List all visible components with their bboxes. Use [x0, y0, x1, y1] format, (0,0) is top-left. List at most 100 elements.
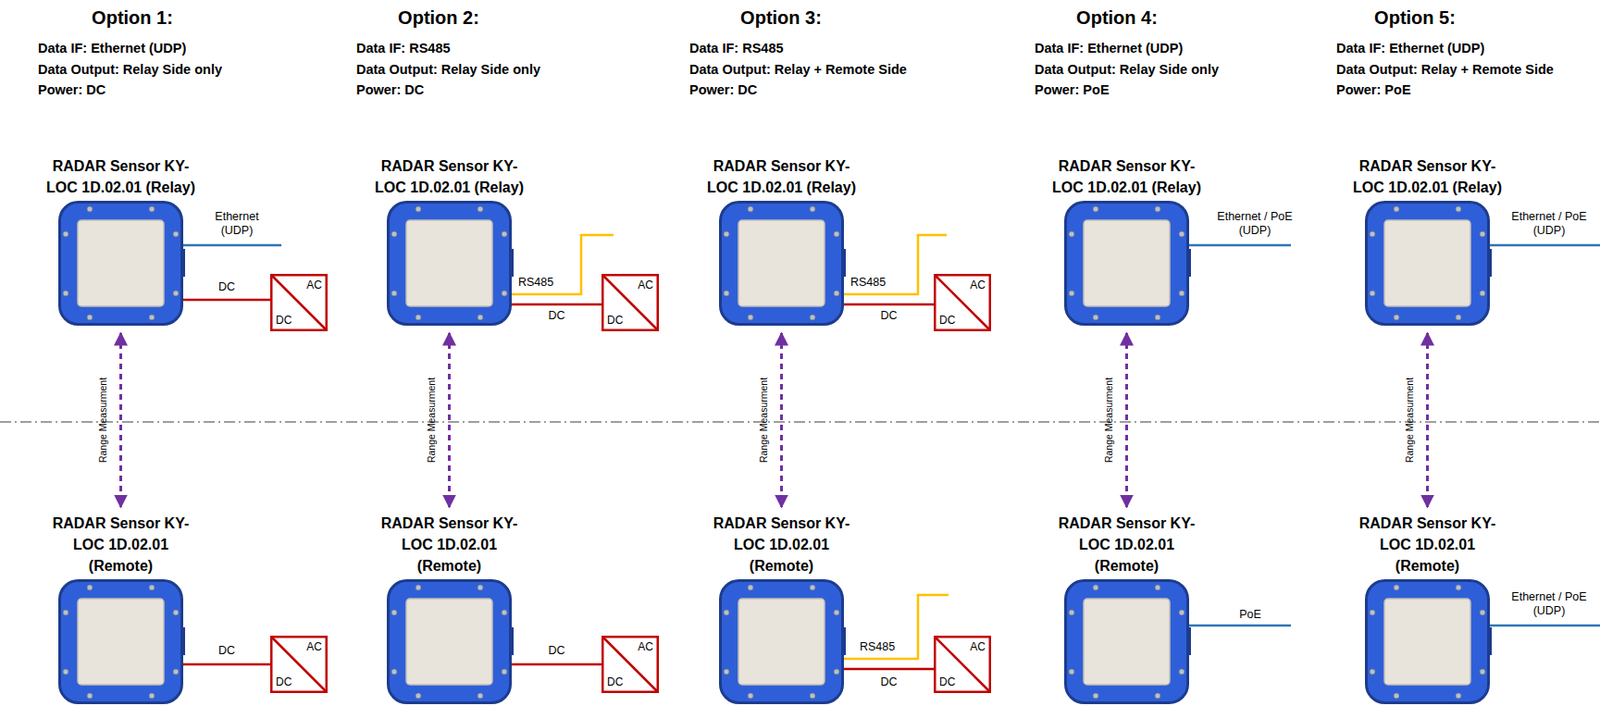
ethernet-label: Ethernet (UDP)	[208, 210, 266, 238]
converter-text: DC	[607, 313, 623, 327]
converter-outline	[271, 636, 327, 693]
option-spec: Data IF: RS485	[356, 39, 451, 58]
radar-sensor-housing	[1064, 579, 1190, 705]
radar-sensor-housing	[719, 579, 844, 705]
option-title: Option 2:	[397, 6, 480, 29]
screw	[1393, 693, 1400, 699]
option-spec: Data IF: RS485	[689, 39, 784, 58]
housing-body	[1366, 202, 1489, 325]
screw	[1479, 290, 1486, 297]
option-spec: Data Output: Relay + Remote Side	[1336, 61, 1554, 79]
screw	[1178, 609, 1185, 616]
screw	[62, 669, 69, 675]
screw	[501, 290, 508, 297]
connector-tab	[1187, 627, 1191, 656]
screw	[1068, 290, 1075, 297]
sensor-heading: RADAR Sensor KY-LOC 1D.02.01 (Relay)	[705, 155, 858, 199]
screw	[415, 314, 422, 321]
converter-text: AC	[969, 278, 986, 292]
screw	[723, 669, 730, 675]
converter-text: DC	[275, 675, 292, 689]
connector-tab	[181, 627, 186, 656]
ac-dc-converter: ACDC	[601, 635, 659, 694]
screw	[148, 693, 155, 699]
option-title: Option 5:	[1374, 6, 1456, 29]
screw	[809, 693, 816, 699]
screw	[809, 206, 816, 212]
radar-sensor-housing	[1364, 200, 1490, 326]
screw	[1068, 609, 1075, 616]
radome-window	[77, 220, 164, 307]
screw	[833, 290, 840, 297]
screw	[86, 693, 93, 699]
screw	[86, 584, 93, 591]
screw	[747, 693, 754, 699]
connector-tab	[509, 248, 514, 277]
converter-diagonal	[271, 274, 327, 331]
dc-power-wire	[183, 298, 271, 302]
screw	[501, 609, 508, 616]
screw	[415, 693, 422, 699]
option-title: Option 4:	[1076, 6, 1158, 29]
screw	[173, 290, 179, 297]
range-measurement-arrow	[1125, 333, 1129, 508]
radar-sensor: RADAR Sensor KY-LOC 1D.02.01 (Relay)	[1364, 200, 1490, 326]
radar-sensor-housing	[386, 579, 512, 705]
housing-body	[720, 202, 844, 325]
rs485-wire	[843, 235, 947, 295]
screw	[148, 206, 155, 212]
dc-label: DC	[217, 280, 236, 295]
ac-dc-converter: ACDC	[933, 635, 992, 694]
dc-power-wire	[511, 663, 602, 667]
screw	[1154, 584, 1161, 591]
converter-diagonal	[602, 636, 658, 693]
sensor-heading: RADAR Sensor KY-LOC 1D.02.01 (Remote)	[1351, 512, 1504, 577]
screw	[173, 669, 179, 675]
radar-sensor: RADAR Sensor KY-LOC 1D.02.01 (Relay)	[1064, 200, 1190, 326]
dc-power-wire	[183, 663, 271, 667]
converter-text: AC	[969, 640, 986, 654]
option-spec: Data Output: Relay Side only	[1034, 61, 1219, 79]
radome-window	[1083, 220, 1170, 307]
converter-text: DC	[607, 675, 623, 689]
screw	[173, 231, 179, 237]
screw	[1455, 206, 1462, 212]
connector-tab	[842, 627, 846, 656]
screw	[1455, 314, 1462, 321]
poe-label: PoE	[1239, 607, 1262, 622]
converter-diagonal	[934, 274, 991, 331]
housing-body	[1366, 581, 1489, 704]
screw	[148, 584, 155, 591]
converter-diagonal	[602, 274, 658, 331]
converter-text: AC	[637, 278, 654, 292]
radar-sensor: RADAR Sensor KY-LOC 1D.02.01 (Relay)	[58, 200, 184, 326]
screw	[809, 584, 816, 591]
range-measurement-arrow	[780, 333, 783, 508]
screw	[1154, 314, 1161, 321]
screw	[477, 693, 484, 699]
radome-window	[77, 598, 164, 685]
sensor-heading: RADAR Sensor KY-LOC 1D.02.01 (Remote)	[705, 512, 858, 577]
screw	[747, 206, 754, 212]
rs485-label: RS485	[518, 275, 554, 290]
range-label: Range Measurment	[757, 376, 769, 464]
radar-sensor: RADAR Sensor KY-LOC 1D.02.01 (Remote)	[1364, 579, 1490, 705]
ac-dc-converter: ACDC	[933, 273, 992, 332]
range-label: Range Measurment	[1403, 376, 1415, 464]
range-label: Range Measurment	[425, 376, 437, 464]
option-spec: Data Output: Relay Side only	[356, 61, 541, 79]
screw	[1393, 206, 1400, 212]
housing-body	[1066, 202, 1189, 325]
screw	[62, 290, 69, 297]
connector-tab	[509, 627, 514, 656]
rs485-label: RS485	[859, 640, 895, 655]
option-spec: Power: PoE	[1336, 81, 1412, 100]
range-measurement-arrow	[1426, 333, 1429, 508]
sensor-heading: RADAR Sensor KY-LOC 1D.02.01 (Relay)	[372, 155, 526, 199]
housing-body	[60, 581, 183, 704]
ethernet-poe-label: Ethernet / PoE (UDP)	[1502, 590, 1596, 619]
screw	[501, 669, 508, 675]
option-spec: Power: DC	[37, 81, 106, 100]
dc-label: DC	[217, 644, 236, 658]
screw	[1092, 584, 1099, 591]
